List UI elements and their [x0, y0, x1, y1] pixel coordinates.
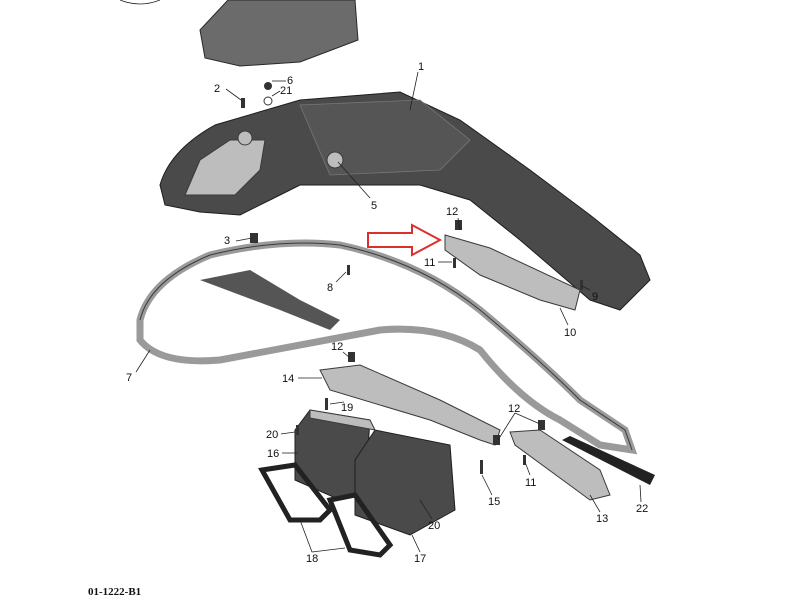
callout-17: 17 [414, 553, 426, 565]
diagram-id: 01-1222-B1 [88, 586, 142, 598]
trim-ring-part [136, 239, 638, 455]
callout-11: 11 [525, 477, 536, 489]
callout-1: 1 [418, 61, 424, 73]
callout-12: 12 [446, 206, 458, 218]
callout-20: 20 [428, 520, 440, 532]
callout-13: 13 [596, 513, 608, 525]
bracket-part [444, 234, 581, 311]
callout-15: 15 [488, 496, 500, 508]
callout-10: 10 [564, 327, 576, 339]
callout-2: 2 [214, 83, 220, 95]
callout-labels: 1 2 6 21 5 12 11 3 8 9 10 7 12 14 19 20 … [126, 61, 648, 565]
callout-14: 14 [282, 373, 294, 385]
callout-16: 16 [267, 448, 279, 460]
dashboard-bezel-part [159, 91, 651, 311]
callout-22: 22 [636, 503, 648, 515]
callout-11: 11 [424, 257, 435, 269]
callout-12: 12 [508, 403, 520, 415]
speaker-grille-part [119, 0, 359, 67]
highlight-arrow-icon [367, 223, 443, 257]
callout-18: 18 [306, 553, 318, 565]
callout-5: 5 [371, 200, 377, 212]
seal-parts [258, 462, 394, 558]
callout-9: 9 [592, 291, 598, 303]
callout-6: 6 [287, 75, 293, 87]
trim-strip-part [562, 436, 655, 485]
callout-3: 3 [224, 235, 230, 247]
callout-7: 7 [126, 372, 132, 384]
fasteners [241, 82, 583, 474]
vent-housing-parts [294, 409, 456, 536]
callout-8: 8 [327, 282, 333, 294]
leader-lines [135, 71, 642, 553]
callout-19: 19 [341, 402, 353, 414]
callout-21: 21 [280, 85, 292, 97]
callout-20: 20 [266, 429, 278, 441]
callout-12: 12 [331, 341, 343, 353]
